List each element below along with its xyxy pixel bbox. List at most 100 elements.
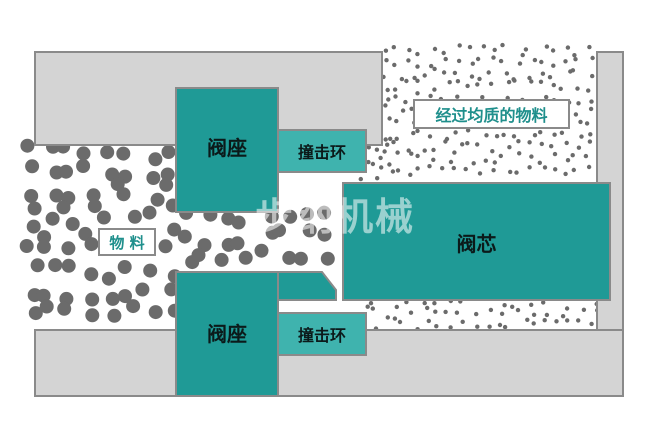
fine-particle xyxy=(541,300,546,305)
fine-particle xyxy=(447,80,452,85)
coarse-particle xyxy=(61,258,76,273)
fine-particle xyxy=(365,304,370,309)
fine-particle xyxy=(500,42,505,48)
fine-particle xyxy=(538,130,543,135)
fine-particle xyxy=(378,155,383,161)
fine-particle xyxy=(565,45,571,50)
fine-particle xyxy=(387,162,392,167)
fine-particle xyxy=(474,311,479,317)
coarse-particle xyxy=(116,146,131,161)
coarse-particle xyxy=(117,260,132,274)
coarse-particle xyxy=(159,177,174,192)
fine-particle xyxy=(510,304,515,309)
watermark: 步纳机械 xyxy=(254,194,415,239)
fine-particle xyxy=(517,151,522,156)
fine-particle xyxy=(384,58,389,63)
fine-particle xyxy=(553,167,558,172)
coarse-particle xyxy=(105,291,120,306)
fine-particle xyxy=(475,82,480,87)
valve-seat-top-label: 阀座 xyxy=(207,135,247,160)
fine-particle xyxy=(392,87,398,92)
fine-particle xyxy=(465,141,470,146)
fine-particle xyxy=(451,165,456,171)
fine-particle xyxy=(581,307,587,312)
impact-ring-bottom-label: 撞击环 xyxy=(297,326,346,345)
coarse-particle xyxy=(293,251,308,266)
fine-particle xyxy=(584,121,590,126)
fine-particle xyxy=(497,322,503,328)
fine-particle xyxy=(452,70,458,76)
fine-particle xyxy=(422,300,427,306)
fine-particle xyxy=(587,44,592,50)
fine-particle xyxy=(539,141,544,147)
fine-particle xyxy=(483,158,488,163)
coarse-particle xyxy=(158,239,173,254)
coarse-particle xyxy=(39,299,54,314)
fine-particle xyxy=(465,128,471,133)
fine-particle xyxy=(506,79,512,85)
fine-particle xyxy=(454,310,460,315)
fine-particle xyxy=(433,309,438,314)
fine-particle xyxy=(399,76,405,82)
fine-particle xyxy=(386,97,391,102)
coarse-particle xyxy=(101,271,116,286)
coarse-particle xyxy=(300,207,314,222)
fine-particle xyxy=(504,71,510,76)
fine-particle xyxy=(408,310,414,315)
fine-particle xyxy=(544,94,549,100)
fine-particle xyxy=(374,147,380,152)
fine-particle xyxy=(529,154,534,159)
fine-particle xyxy=(392,62,397,68)
fine-particle xyxy=(487,324,492,329)
coarse-particle xyxy=(25,159,40,174)
coarse-particle xyxy=(191,248,206,263)
coarse-particle xyxy=(84,237,99,252)
fine-particle xyxy=(576,145,582,150)
fine-particle xyxy=(573,57,578,62)
fine-particle xyxy=(515,307,521,313)
fine-particle xyxy=(415,78,420,84)
fine-particle xyxy=(432,66,437,72)
fine-particle xyxy=(387,116,392,121)
coarse-particle xyxy=(100,145,115,160)
fine-particle xyxy=(576,101,581,106)
fine-particle xyxy=(448,159,454,165)
fine-particle xyxy=(550,48,556,53)
coarse-particle xyxy=(76,159,91,173)
coarse-particle xyxy=(19,239,34,253)
fine-particle xyxy=(542,165,548,170)
coarse-particle xyxy=(177,229,192,244)
fine-particle xyxy=(529,302,534,307)
fine-particle xyxy=(390,169,396,174)
fine-particle xyxy=(431,147,436,153)
coarse-particle xyxy=(20,138,35,153)
fine-particle xyxy=(426,318,431,324)
fine-particle xyxy=(443,139,448,144)
fine-particle xyxy=(467,44,473,50)
fine-particle xyxy=(570,68,576,73)
coarse-particle xyxy=(96,210,111,225)
coarse-particle xyxy=(36,288,51,303)
fine-particle xyxy=(527,75,532,81)
fine-particle xyxy=(385,142,390,147)
coarse-particle xyxy=(85,308,100,323)
coarse-particle xyxy=(86,188,101,203)
fine-particle xyxy=(409,151,414,156)
fine-particle xyxy=(403,99,408,105)
fine-particle xyxy=(471,161,476,166)
fine-particle xyxy=(542,318,547,323)
fine-particle xyxy=(498,58,504,64)
coarse-particle xyxy=(57,301,72,316)
fine-particle xyxy=(443,309,448,315)
fine-particle xyxy=(491,55,496,60)
fine-particle xyxy=(589,321,594,327)
coarse-particle xyxy=(150,192,165,207)
fine-particle xyxy=(498,153,503,159)
fine-particle xyxy=(491,168,496,173)
coarse-particle xyxy=(45,211,60,226)
coarse-particle xyxy=(254,243,269,258)
fine-particle xyxy=(590,55,595,61)
fine-particle xyxy=(370,306,375,311)
coarse-particle xyxy=(36,239,51,254)
